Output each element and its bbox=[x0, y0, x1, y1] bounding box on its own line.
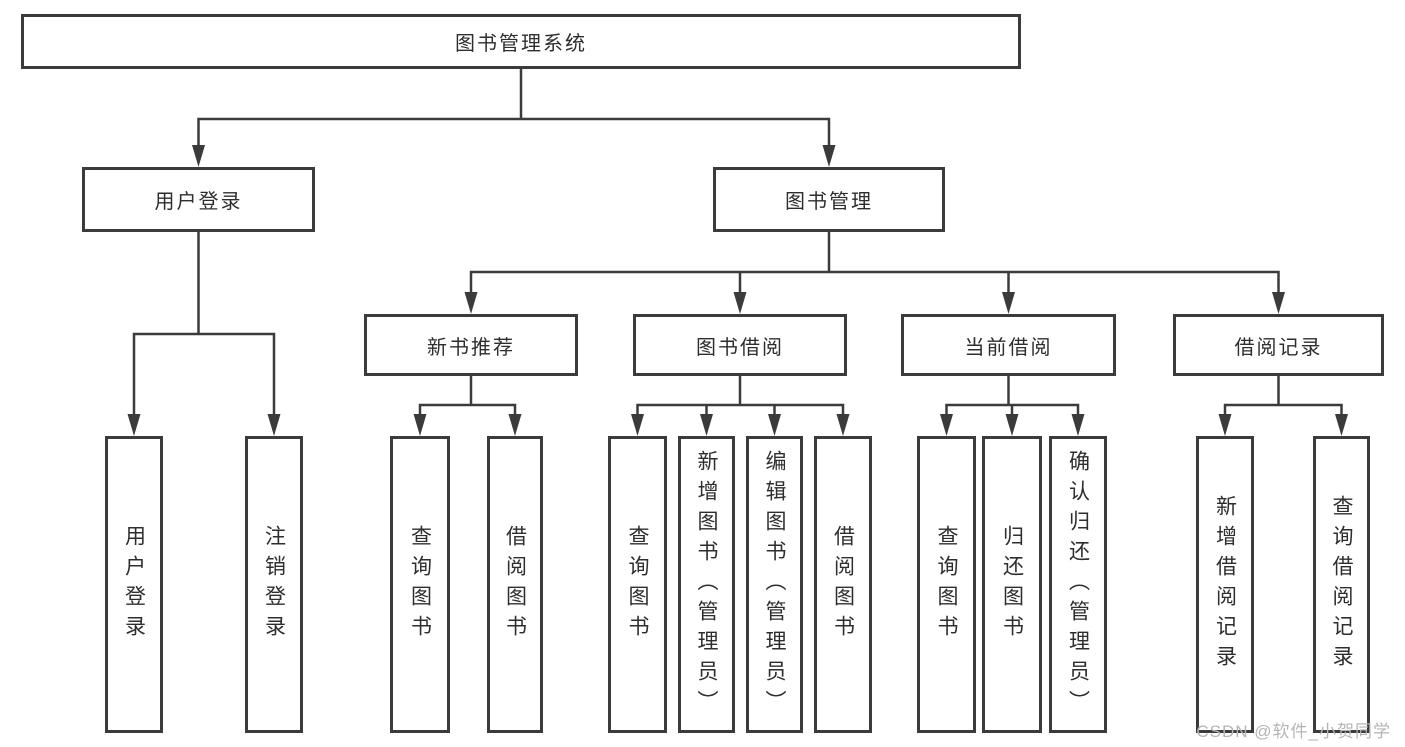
node-book-management-label: 图书管理 bbox=[785, 191, 873, 213]
leaf-user-login: 用户登录 bbox=[105, 436, 163, 733]
leaf-current-query-books: 查询图书 bbox=[917, 436, 976, 733]
leaf-user-login-label: 用户登录 bbox=[122, 524, 146, 645]
node-library-system: 图书管理系统 bbox=[21, 14, 1021, 69]
leaf-edit-book-admin: 编辑图书（管理员） bbox=[746, 436, 803, 733]
node-user-login-label: 用户登录 bbox=[154, 191, 243, 213]
node-borrowing-records: 借阅记录 bbox=[1173, 314, 1384, 376]
node-current-borrowing: 当前借阅 bbox=[901, 314, 1116, 376]
leaf-borrow-books: 借阅图书 bbox=[814, 436, 872, 733]
leaf-add-borrow-record-label: 新增借阅记录 bbox=[1213, 494, 1237, 675]
leaf-query-borrow-record: 查询借阅记录 bbox=[1313, 436, 1370, 733]
leaf-add-book-admin-label: 新增图书（管理员） bbox=[695, 449, 718, 720]
node-user-login: 用户登录 bbox=[82, 167, 315, 232]
node-new-book-recommend: 新书推荐 bbox=[364, 314, 578, 376]
node-current-borrowing-label: 当前借阅 bbox=[964, 336, 1053, 359]
leaf-recommend-query-books-label: 查询图书 bbox=[408, 524, 432, 645]
leaf-recommend-borrow-books-label: 借阅图书 bbox=[503, 524, 527, 645]
leaf-current-query-books-label: 查询图书 bbox=[935, 524, 958, 645]
leaf-confirm-return-admin-label: 确认归还（管理员） bbox=[1066, 449, 1090, 720]
leaf-return-books-label: 归还图书 bbox=[1000, 524, 1024, 645]
arrowheads bbox=[127, 145, 1348, 436]
node-library-system-label: 图书管理系统 bbox=[455, 33, 587, 55]
leaf-query-borrow-record-label: 查询借阅记录 bbox=[1330, 494, 1353, 675]
leaf-borrow-query-books-label: 查询图书 bbox=[626, 524, 649, 645]
csdn-watermark: CSDN @软件_小贺同学 bbox=[1196, 722, 1391, 741]
leaf-confirm-return-admin: 确认归还（管理员） bbox=[1049, 436, 1107, 733]
node-book-borrowing: 图书借阅 bbox=[633, 314, 847, 376]
leaf-logout-label: 注销登录 bbox=[262, 524, 286, 645]
leaf-return-books: 归还图书 bbox=[982, 436, 1042, 733]
node-new-book-recommend-label: 新书推荐 bbox=[427, 336, 515, 359]
leaf-borrow-query-books: 查询图书 bbox=[608, 436, 667, 733]
leaf-logout: 注销登录 bbox=[245, 436, 303, 733]
node-book-borrowing-label: 图书借阅 bbox=[696, 336, 784, 359]
leaf-add-book-admin: 新增图书（管理员） bbox=[678, 436, 735, 733]
leaf-borrow-books-label: 借阅图书 bbox=[831, 524, 855, 645]
leaf-recommend-query-books: 查询图书 bbox=[390, 436, 450, 733]
leaf-recommend-borrow-books: 借阅图书 bbox=[487, 436, 543, 733]
node-book-management: 图书管理 bbox=[713, 167, 945, 232]
leaf-add-borrow-record: 新增借阅记录 bbox=[1196, 436, 1254, 733]
node-borrowing-records-label: 借阅记录 bbox=[1234, 336, 1323, 359]
leaf-edit-book-admin-label: 编辑图书（管理员） bbox=[763, 449, 786, 720]
